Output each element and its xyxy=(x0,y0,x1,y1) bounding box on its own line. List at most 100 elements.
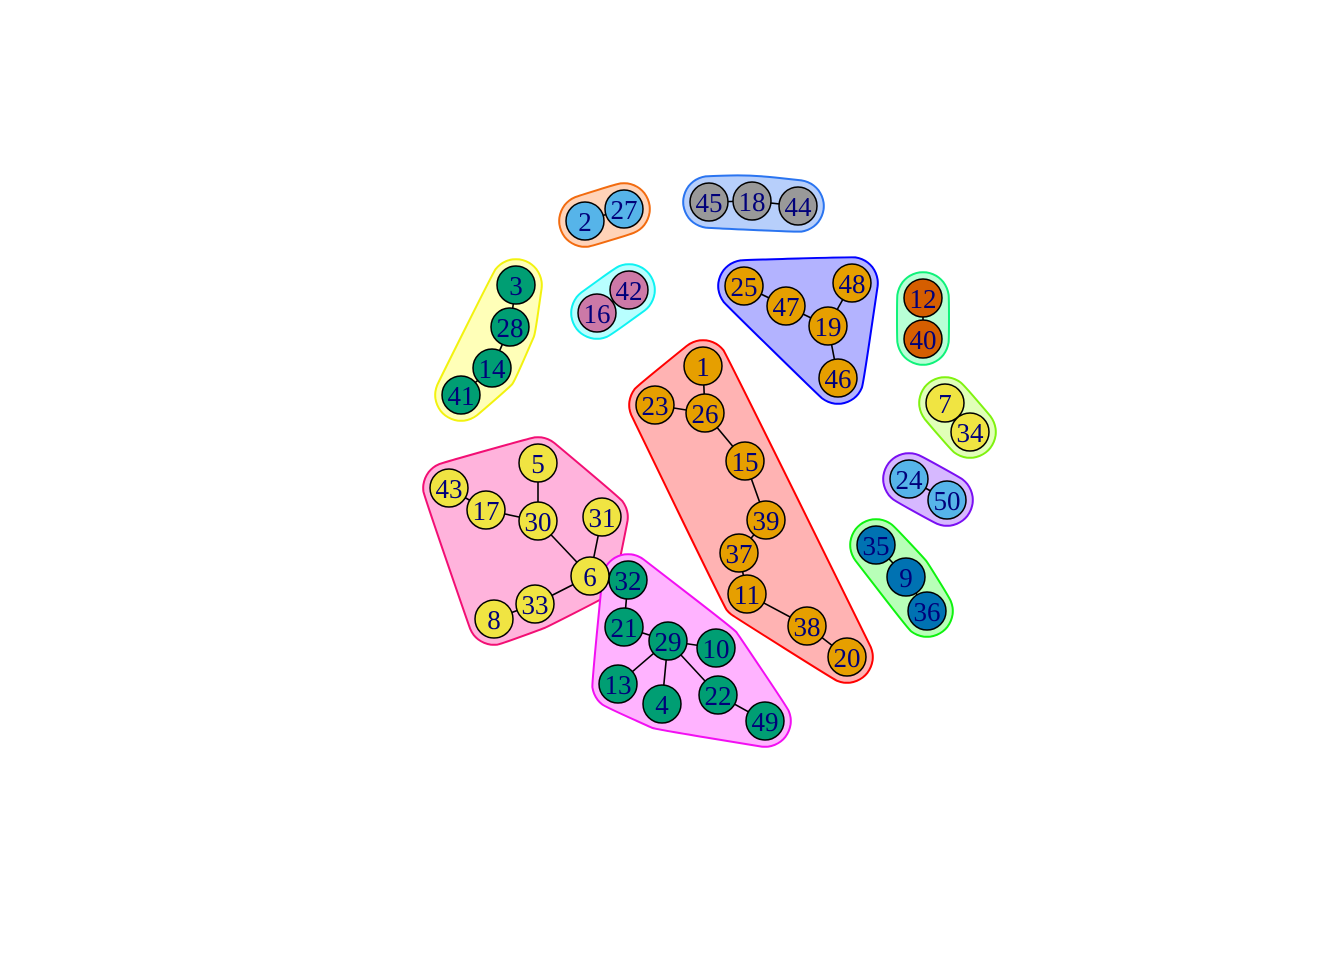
node-34-circle xyxy=(950,412,990,452)
node-19-label: 19 xyxy=(815,312,842,342)
node-23-label: 23 xyxy=(642,391,669,421)
node-37-circle xyxy=(719,533,759,573)
node-12-circle xyxy=(903,278,943,318)
node-30: 30 xyxy=(518,501,558,541)
node-47-circle xyxy=(766,286,806,326)
node-31: 31 xyxy=(582,497,622,537)
node-47-label: 47 xyxy=(773,292,800,322)
node-6-label: 6 xyxy=(583,562,597,592)
node-29-circle xyxy=(648,621,688,661)
node-24-label: 24 xyxy=(896,465,924,495)
node-21-label: 21 xyxy=(611,613,638,643)
node-35-circle xyxy=(856,525,896,565)
node-48-label: 48 xyxy=(839,269,866,299)
node-42-circle xyxy=(609,270,649,310)
node-20-label: 20 xyxy=(834,643,861,673)
node-26-circle xyxy=(685,393,725,433)
node-38-label: 38 xyxy=(794,612,821,642)
node-50: 50 xyxy=(927,480,967,520)
node-2: 2 xyxy=(565,201,605,241)
node-1-circle xyxy=(683,346,723,386)
node-9: 9 xyxy=(886,557,926,597)
node-10: 10 xyxy=(696,628,736,668)
node-13: 13 xyxy=(598,664,638,704)
node-17-circle xyxy=(466,490,506,530)
node-32-label: 32 xyxy=(615,566,642,596)
node-43-label: 43 xyxy=(436,474,463,504)
node-39-label: 39 xyxy=(753,506,780,536)
node-44: 44 xyxy=(778,186,818,226)
node-42: 42 xyxy=(609,270,649,310)
node-40-circle xyxy=(903,319,943,359)
node-30-circle xyxy=(518,501,558,541)
node-44-label: 44 xyxy=(785,192,813,222)
node-38-circle xyxy=(787,606,827,646)
node-30-label: 30 xyxy=(525,507,552,537)
node-18-circle xyxy=(732,181,772,221)
node-5: 5 xyxy=(518,443,558,483)
node-41-circle xyxy=(441,375,481,415)
node-33: 33 xyxy=(515,584,555,624)
node-20-circle xyxy=(827,637,867,677)
node-10-circle xyxy=(696,628,736,668)
node-15: 15 xyxy=(725,441,765,481)
node-5-label: 5 xyxy=(531,449,545,479)
node-8: 8 xyxy=(474,599,514,639)
node-12-label: 12 xyxy=(910,284,937,314)
node-37-label: 37 xyxy=(726,539,753,569)
node-36-label: 36 xyxy=(914,597,941,627)
node-45: 45 xyxy=(689,182,729,222)
node-40: 40 xyxy=(903,319,943,359)
node-11-circle xyxy=(727,574,767,614)
node-1-label: 1 xyxy=(696,352,710,382)
node-26-label: 26 xyxy=(692,399,719,429)
node-45-label: 45 xyxy=(696,188,723,218)
node-25-circle xyxy=(724,266,764,306)
node-27: 27 xyxy=(604,189,644,229)
node-14-circle xyxy=(472,348,512,388)
node-22-circle xyxy=(698,675,738,715)
node-43: 43 xyxy=(429,468,469,508)
node-9-circle xyxy=(886,557,926,597)
node-25: 25 xyxy=(724,266,764,306)
node-14: 14 xyxy=(472,348,512,388)
node-7-label: 7 xyxy=(938,389,952,419)
node-33-label: 33 xyxy=(522,590,549,620)
node-29-label: 29 xyxy=(655,627,682,657)
node-29: 29 xyxy=(648,621,688,661)
node-39: 39 xyxy=(746,500,786,540)
node-22: 22 xyxy=(698,675,738,715)
node-19-circle xyxy=(808,306,848,346)
node-50-label: 50 xyxy=(934,486,961,516)
node-28-circle xyxy=(490,307,530,347)
node-28: 28 xyxy=(490,307,530,347)
node-14-label: 14 xyxy=(479,354,507,384)
node-11-label: 11 xyxy=(734,580,760,610)
node-4: 4 xyxy=(642,684,682,724)
node-31-circle xyxy=(582,497,622,537)
node-15-circle xyxy=(725,441,765,481)
node-10-label: 10 xyxy=(703,634,730,664)
node-33-circle xyxy=(515,584,555,624)
node-49-label: 49 xyxy=(752,707,779,737)
node-23-circle xyxy=(635,385,675,425)
node-24: 24 xyxy=(889,459,929,499)
node-44-circle xyxy=(778,186,818,226)
node-7: 7 xyxy=(925,383,965,423)
node-18: 18 xyxy=(732,181,772,221)
node-21: 21 xyxy=(604,607,644,647)
group-32-29-star-hull xyxy=(591,553,792,748)
node-31-label: 31 xyxy=(589,503,616,533)
node-39-circle xyxy=(746,500,786,540)
group-5-6-star-hull xyxy=(422,436,629,646)
node-35: 35 xyxy=(856,525,896,565)
node-1: 1 xyxy=(683,346,723,386)
node-16-circle xyxy=(577,293,617,333)
node-34-label: 34 xyxy=(957,418,985,448)
node-8-circle xyxy=(474,599,514,639)
node-12: 12 xyxy=(903,278,943,318)
node-24-circle xyxy=(889,459,929,499)
node-35-label: 35 xyxy=(863,531,890,561)
